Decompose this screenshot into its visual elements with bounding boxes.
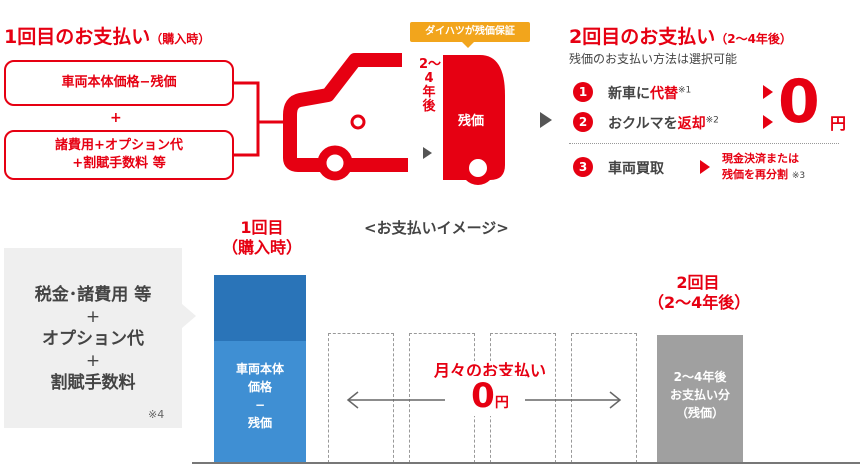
yen-unit: 円 bbox=[830, 114, 847, 133]
option-replace-new: 新車に代替※1 bbox=[608, 85, 692, 102]
connector-line-b bbox=[234, 122, 260, 157]
fees-bar-segment bbox=[214, 275, 306, 341]
fees-callout-text: 税金･諸費用 等 + オプション代 + 割賦手数料 bbox=[34, 285, 152, 393]
residual-bar bbox=[657, 335, 743, 463]
first-payment-title: 1回目のお支払い（購入時） bbox=[4, 26, 211, 48]
second-payment-column-label: 2回目（2〜4年後） bbox=[648, 273, 751, 312]
dotted-divider bbox=[569, 143, 839, 144]
second-payment-subtitle: 残価のお支払い方法は選択可能 bbox=[569, 52, 738, 66]
plus-sign: + bbox=[110, 110, 122, 126]
fees-note: ※4 bbox=[148, 408, 165, 421]
fees-callout bbox=[4, 248, 196, 428]
arrow-right-icon bbox=[423, 147, 432, 159]
second-payment-title: 2回目のお支払い（2〜4年後） bbox=[569, 26, 792, 48]
option-number-badge: 2 bbox=[573, 112, 593, 132]
option-number-badge: 3 bbox=[573, 157, 593, 177]
arrow-right-icon bbox=[540, 112, 552, 128]
residual-bar-text: 2〜4年後お支払い分（残価） bbox=[669, 370, 730, 420]
arrow-right-icon bbox=[763, 115, 773, 129]
monthly-arrows bbox=[346, 391, 622, 409]
car-icon bbox=[283, 53, 505, 185]
vehicle-price-bar-text: 車両本体価格−残価 bbox=[235, 362, 284, 430]
monthly-zero-amount: 0円 bbox=[455, 376, 525, 416]
arrow-right-icon bbox=[763, 85, 773, 99]
period-vertical-text: 2〜4年後 bbox=[419, 57, 442, 114]
buy-out-methods: 現金決済または残価を再分割 ※3 bbox=[722, 152, 806, 181]
car-diagram bbox=[234, 53, 505, 185]
connector-line-a bbox=[234, 81, 290, 124]
fees-box: 諸費用+オプション代+割賦手数料 等 bbox=[4, 130, 234, 180]
payment-image-title: <お支払いイメージ> bbox=[364, 219, 509, 237]
timeline-baseline bbox=[192, 462, 860, 464]
vehicle-price-box: 車両本体価格−残価 bbox=[4, 60, 234, 106]
residual-label: 残価 bbox=[458, 114, 485, 129]
monthly-payment-label: 月々のお支払い bbox=[340, 357, 640, 381]
zero-amount: 0 bbox=[778, 67, 820, 137]
arrow-right-icon bbox=[700, 160, 710, 174]
vehicle-price-bar-segment bbox=[214, 341, 306, 463]
option-number-badge: 1 bbox=[573, 82, 593, 102]
first-payment-column-label: 1回目（購入時） bbox=[221, 218, 302, 257]
option-buy-out: 車両買取 bbox=[608, 161, 664, 177]
option-return-car: おクルマを返却※2 bbox=[608, 115, 719, 132]
residual-guarantee-banner: ダイハツが残価保証 bbox=[410, 22, 530, 48]
